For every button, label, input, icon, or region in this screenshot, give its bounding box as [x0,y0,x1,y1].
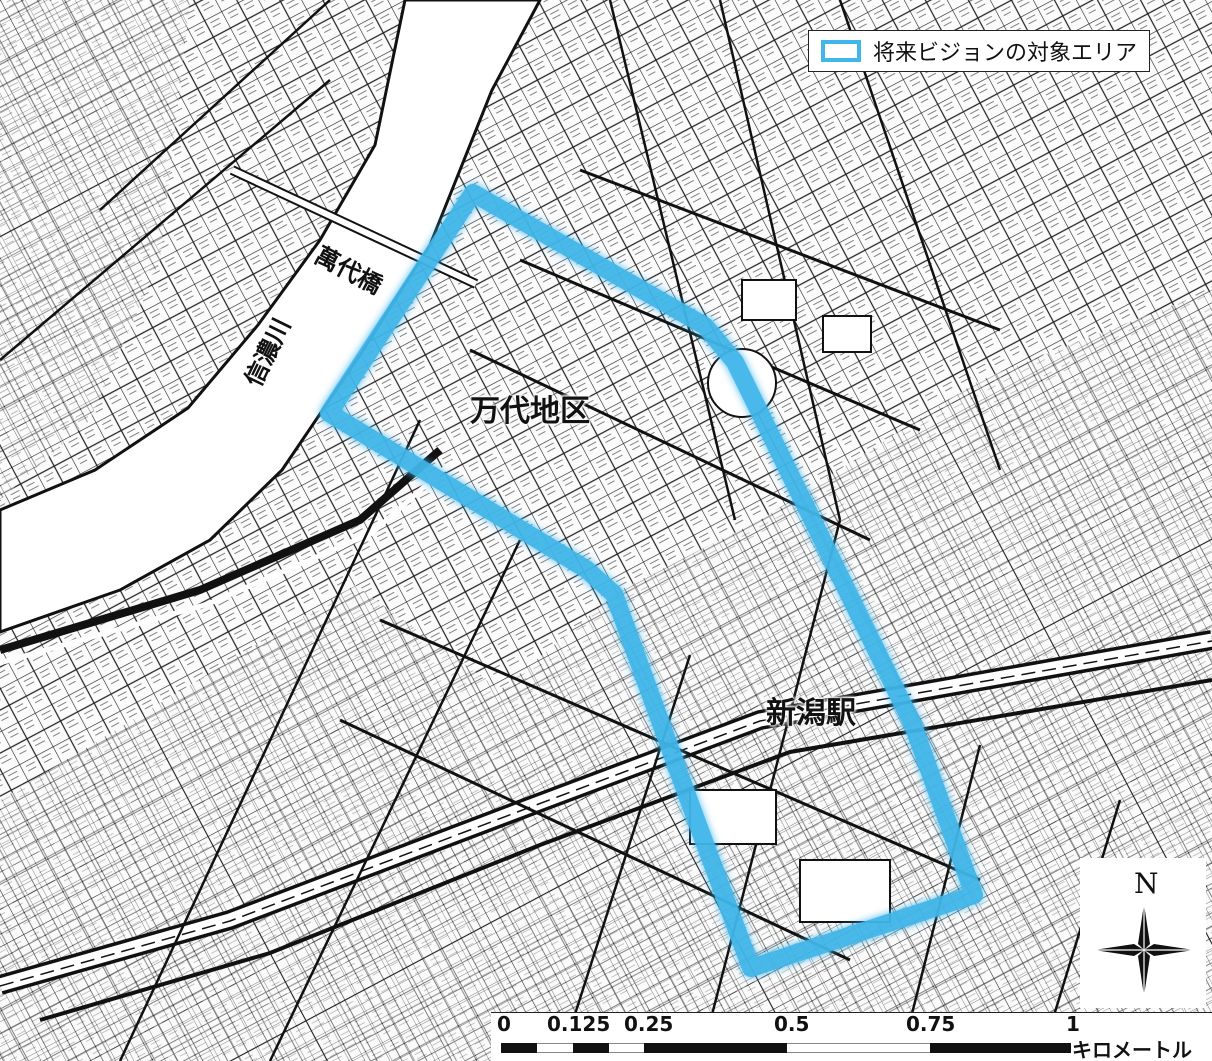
scale-tick-025: 0.25 [624,1012,674,1036]
scale-tick-0125: 0.125 [547,1012,611,1036]
legend-swatch [821,40,861,62]
legend-label: 将来ビジョンの対象エリア [872,41,1137,66]
scale-unit-label: キロメートル [1072,1038,1192,1061]
legend: 将来ビジョンの対象エリア [808,30,1150,72]
scale-tick-05: 0.5 [774,1012,810,1036]
compass-rose-icon [1094,904,1194,996]
target-area-boundary [320,184,983,977]
north-label: N [1134,867,1159,900]
scale-tick-1: 1 [1066,1012,1080,1036]
district-label: 万代地区 [470,394,590,429]
scale-tick-075: 0.75 [906,1012,956,1036]
scale-bar-graphic [501,1043,1071,1053]
station-label: 新潟駅 [766,696,856,731]
scale-tick-0: 0 [497,1012,511,1036]
